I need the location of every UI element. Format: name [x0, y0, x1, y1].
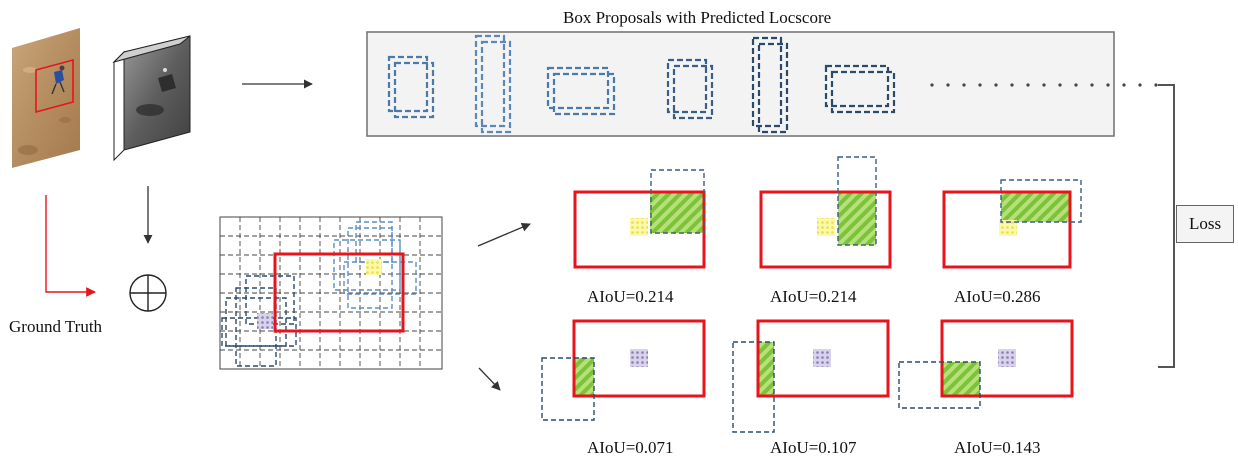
example-4 — [541, 319, 706, 421]
input-image-thumbnail — [12, 28, 80, 168]
example-4-aiou-label: AIoU=0.071 — [587, 438, 674, 457]
ground-truth-label: Ground Truth — [9, 317, 103, 336]
proposal-panel — [366, 31, 1158, 137]
proposal-box-6 — [824, 64, 896, 114]
proposal-box-3 — [546, 66, 616, 116]
ellipsis-dots — [930, 83, 1158, 87]
proposal-box-1 — [387, 55, 435, 119]
example-6-aiou-label: AIoU=0.143 — [954, 438, 1041, 457]
example-5-aiou-label: AIoU=0.107 — [770, 438, 857, 457]
example-6 — [898, 319, 1074, 409]
example-5 — [732, 319, 890, 433]
feature-map-thumbnail — [112, 35, 191, 162]
example-2 — [759, 156, 892, 269]
example-1-aiou-label: AIoU=0.214 — [587, 287, 674, 306]
ground-truth-arrow — [45, 195, 96, 297]
loss-bracket — [1158, 84, 1175, 368]
example-2-aiou-label: AIoU=0.214 — [770, 287, 857, 306]
loss-label: Loss — [1188, 214, 1222, 233]
proposal-box-2 — [474, 34, 512, 134]
example-3-aiou-label: AIoU=0.286 — [954, 287, 1041, 306]
proposal-panel-title: Box Proposals with Predicted Locscore — [563, 8, 832, 27]
arrow-to-top-examples — [477, 223, 531, 247]
arrow-to-bottom-examples — [478, 367, 501, 391]
anchor-grid — [219, 216, 443, 370]
example-1 — [573, 169, 706, 269]
circle-plus-icon — [129, 274, 167, 312]
example-3 — [942, 179, 1082, 269]
loss-box: Loss — [1176, 205, 1234, 243]
proposal-box-5 — [751, 36, 789, 134]
proposal-box-4 — [666, 58, 714, 120]
